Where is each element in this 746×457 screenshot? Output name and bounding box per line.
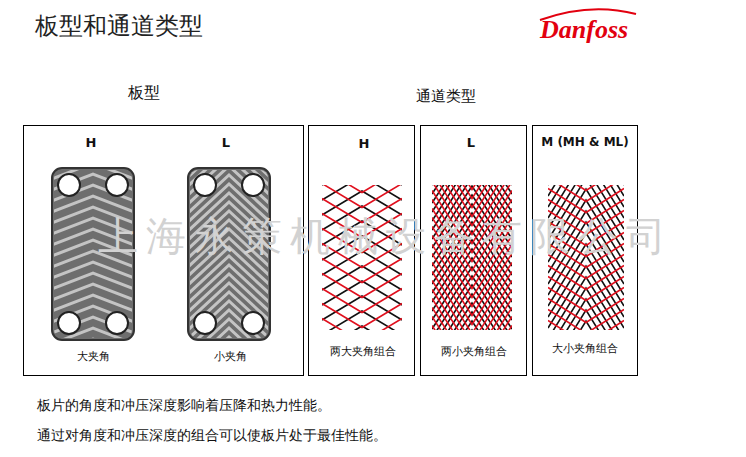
channel-line	[322, 274, 402, 298]
plate-ridge	[190, 337, 268, 338]
plate-ridge	[54, 262, 132, 278]
channel-line	[432, 185, 512, 190]
port-hole	[106, 174, 128, 196]
plate-ridge	[54, 284, 132, 300]
channel-line	[548, 185, 624, 196]
section-heading: 通道类型	[416, 87, 476, 105]
type-letter: M (MH & ML)	[541, 135, 628, 149]
type-caption: 大夹角	[77, 350, 110, 363]
type-caption: 板型	[128, 83, 160, 102]
channel-line	[432, 317, 512, 331]
port-hole	[242, 174, 264, 196]
page-title: 板型和通道类型	[35, 12, 203, 41]
plate-ridge	[54, 295, 132, 311]
note-text: 板片的角度和冲压深度影响着压降和热力性能。	[37, 397, 331, 414]
channel-line	[548, 288, 624, 312]
type-caption: 两大夹角组合	[330, 345, 396, 358]
channel-line	[432, 185, 512, 208]
type-caption: 大小夹角组合	[552, 342, 618, 355]
type-letter: H	[86, 135, 97, 151]
channel-line	[548, 277, 624, 330]
type-letter: L	[222, 135, 230, 151]
port-hole	[194, 312, 216, 334]
channel-line	[322, 319, 402, 331]
channel-line	[548, 255, 624, 317]
channel-line	[432, 254, 512, 316]
channel-line	[322, 191, 402, 215]
channel-line	[548, 189, 624, 213]
channel-line	[548, 277, 624, 301]
channel-line	[548, 266, 624, 328]
channel-line	[432, 326, 512, 331]
brand-logo: Danfoss	[540, 14, 628, 45]
type-letter: H	[359, 136, 370, 152]
channel-line	[548, 185, 624, 202]
type-caption: 两小夹角组合	[441, 345, 507, 358]
channel-line	[548, 185, 624, 191]
channel-line	[322, 296, 402, 320]
channel-line	[432, 290, 512, 331]
channel-line	[548, 321, 624, 331]
note-text: 通过对角度和冲压深度的组合可以使板片处于最佳性能。	[37, 427, 387, 444]
channel-line	[548, 299, 624, 330]
channel-line	[548, 266, 624, 290]
port-hole	[58, 312, 80, 334]
channel-line	[322, 259, 402, 283]
port-hole	[242, 312, 264, 334]
channel-line	[322, 289, 402, 313]
plate-ridge	[54, 196, 132, 212]
channel-line	[322, 266, 402, 290]
watermark: 上海永策机械设备有限公司	[98, 212, 674, 260]
channel-line	[322, 304, 402, 328]
channel-line	[432, 263, 512, 325]
type-letter: L	[467, 135, 475, 151]
channel-line	[432, 272, 512, 331]
plate-ridge	[54, 273, 132, 289]
channel-line	[432, 308, 512, 331]
channel-line	[548, 299, 624, 323]
port-hole	[194, 174, 216, 196]
port-hole	[58, 174, 80, 196]
port-hole	[106, 312, 128, 334]
plate-ridge	[190, 310, 268, 338]
channel-line	[432, 281, 512, 331]
channel-line	[322, 281, 402, 305]
channel-line	[322, 185, 402, 208]
type-caption: 小夹角	[214, 350, 247, 363]
